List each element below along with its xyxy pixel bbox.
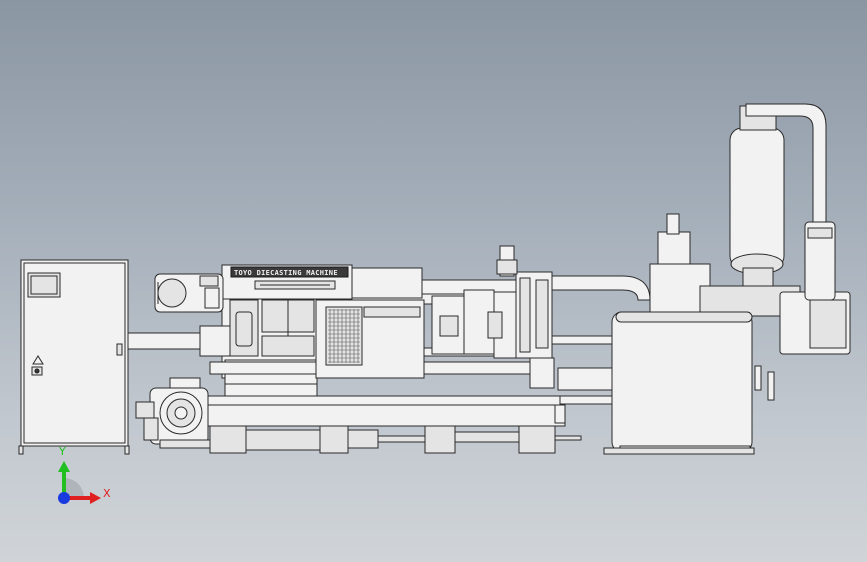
- coordinate-triad: X Y: [58, 445, 111, 504]
- accumulator-tower[interactable]: [729, 103, 836, 301]
- nameplate: [230, 266, 349, 278]
- nameplate-text: TOYO DIECASTING MACHINE: [234, 269, 338, 277]
- x-axis-label: X: [103, 487, 111, 500]
- machine-base: [204, 395, 582, 454]
- control-cabinet[interactable]: [18, 259, 130, 455]
- clamp-motor[interactable]: [154, 273, 224, 313]
- cabinet-display-panel: [27, 272, 61, 298]
- pump-motor[interactable]: [135, 377, 211, 449]
- fixed-platen: [431, 245, 555, 389]
- injection-piping: [551, 275, 651, 424]
- cabinet-conduit: [127, 332, 209, 350]
- platen-junction-box[interactable]: [315, 299, 425, 379]
- origin-dot: [58, 492, 70, 504]
- vent-grille: [325, 306, 363, 366]
- y-axis-label: Y: [58, 445, 66, 458]
- melting-furnace[interactable]: [611, 311, 753, 453]
- injection-unit[interactable]: [649, 213, 851, 401]
- cabinet-door-handle[interactable]: [116, 343, 123, 356]
- top-hood: TOYO DIECASTING MACHINE: [221, 264, 523, 300]
- warning-triangle-icon: [32, 355, 44, 365]
